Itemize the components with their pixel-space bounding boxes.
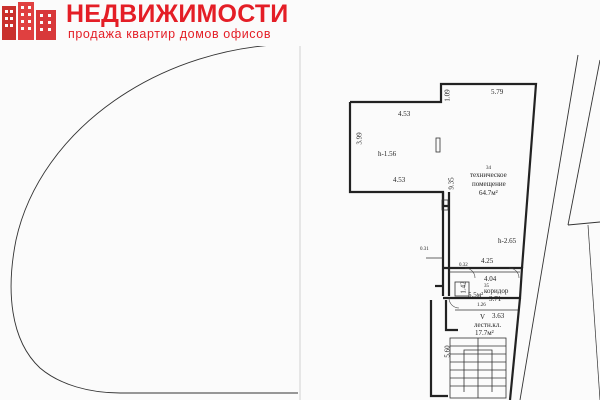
dim-left-top: 4.53: [398, 110, 411, 118]
brand-tagline: продажа квартир домов офисов: [68, 27, 272, 41]
room-name: коридор: [484, 287, 509, 295]
room-name: лестн.кл.: [474, 321, 502, 329]
site-boundary-curve: [10, 43, 299, 394]
room-number: V: [480, 313, 486, 321]
dim-stair-length: 5.60: [443, 345, 452, 358]
dim-top-right: 5.79: [491, 88, 504, 96]
dim-small: 0.31: [420, 247, 429, 252]
dim-lower: 4.25: [481, 257, 494, 265]
dim-small: 1.26: [477, 303, 486, 308]
dim-left-height: 3.99: [355, 132, 364, 145]
height-main-room: h-2.65: [498, 237, 517, 245]
room-number: 35: [484, 284, 489, 289]
site-boundary-line: [587, 224, 600, 400]
building-walls: [348, 82, 538, 400]
room-name: помещение: [472, 180, 506, 188]
building-logo-icon: [0, 0, 58, 42]
door-marks: [448, 267, 520, 309]
dim-stair-width: 3.63: [492, 312, 505, 320]
brand-header: НЕДВИЖИМОСТИ продажа квартир домов офисо…: [0, 0, 320, 46]
page-fold: [299, 0, 301, 400]
dim-top-step: 1.09: [443, 89, 452, 102]
staircase: [449, 337, 507, 399]
dim-corridor-bottom: 3.71: [489, 295, 502, 303]
room-area: 5.5м²: [468, 291, 484, 299]
site-boundary-line: [567, 59, 600, 226]
brand-name: НЕДВИЖИМОСТИ: [66, 0, 289, 28]
room-area: 17.7м²: [475, 329, 494, 337]
wall-details: [426, 137, 520, 311]
dim-small: 0.32: [459, 263, 468, 268]
height-left-room: h-1.56: [378, 150, 397, 158]
room-area: 64.7м²: [479, 189, 498, 197]
site-boundary-line: [519, 54, 579, 400]
dim-main-depth: 9.35: [447, 177, 456, 190]
dim-corridor-height: 1.42: [459, 281, 468, 294]
room-name: техническое: [470, 171, 507, 179]
dim-corridor: 4.04: [484, 275, 497, 283]
site-boundary-line: [567, 221, 600, 226]
dim-left-bottom: 4.53: [393, 176, 406, 184]
room-number: 34: [486, 166, 491, 171]
